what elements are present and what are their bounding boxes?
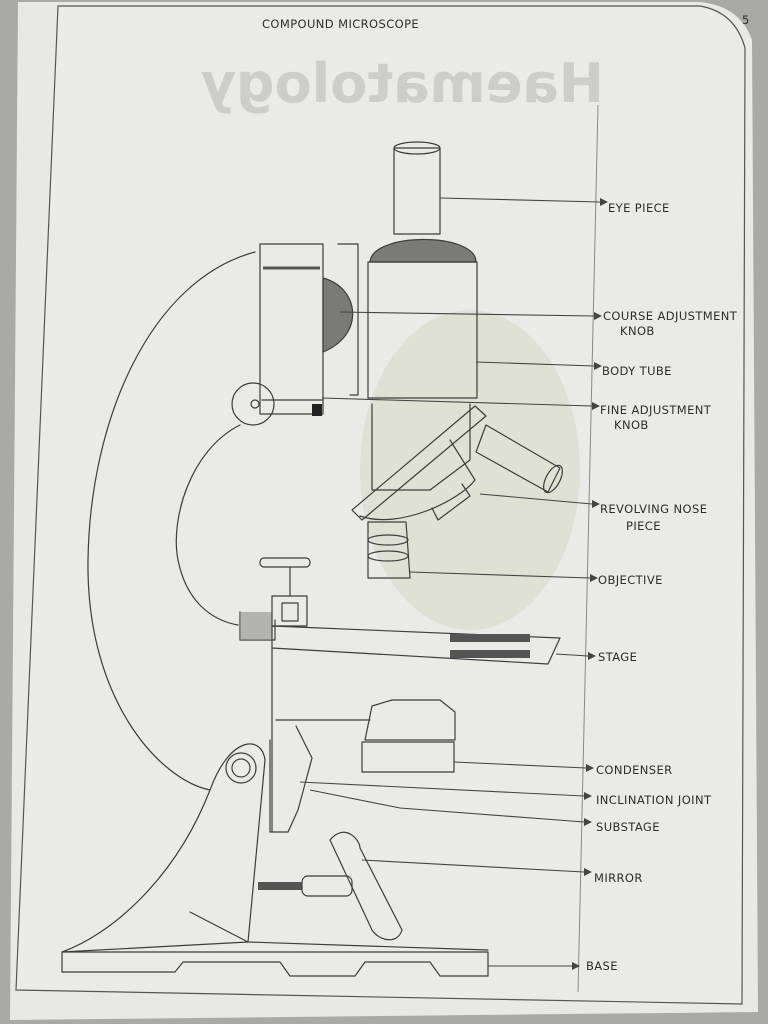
label-body-tube: BODY TUBE [602,364,672,378]
page-number: 5 [742,13,750,27]
nosepiece-tab [431,483,471,521]
arrow-stage [588,652,596,660]
stage-screw-head [259,557,311,568]
page-title: COMPOUND MICROSCOPE [262,17,419,31]
mirror [329,831,403,941]
eyepiece-tube [393,147,441,235]
leader-stage [555,653,589,657]
watermark-text: Haematology [201,52,604,115]
leader-lines [299,197,608,970]
eyepiece-top [393,141,441,155]
label-substage: SUBSTAGE [596,820,660,834]
arrow-mirror [584,868,592,876]
arrow-eye-piece [600,198,608,206]
label-stage: STAGE [598,650,637,664]
objective-ring-2 [367,550,409,562]
leader-eye-piece [439,197,601,203]
objective-ring-1 [367,534,409,546]
column-mark [312,404,322,416]
margin-line [577,104,599,993]
base-plate [61,951,489,977]
pillar [61,743,266,953]
leader-nose-piece [479,493,593,505]
arrow-base [572,962,580,970]
stage-block-window [281,602,299,622]
microscope-drawing [61,141,563,977]
stage-slide-dark [450,634,530,642]
label-eye-piece: EYE PIECE [608,201,670,215]
leader-condenser [453,761,587,769]
stage-slide-dark-2 [450,650,530,658]
side-objective-tip [543,464,563,494]
pillar-joint [225,752,257,784]
arrow-inclination [584,792,592,800]
label-inclination-joint: INCLINATION JOINT [596,793,712,807]
stage-clamp-shade [240,612,272,640]
stain-blot [360,310,580,630]
leader-substage [309,789,585,823]
objective-lens [367,521,411,579]
arrow-body-tube [594,362,602,370]
nosepiece-plate [351,405,487,521]
condenser-top [364,699,456,741]
leader-coarse-knob [339,311,595,317]
arrow-substage [584,818,592,826]
side-objective [475,424,561,493]
arm-outer [87,251,256,791]
fine-knob-center [250,399,260,409]
label-objective: OBJECTIVE [598,573,663,587]
fine-knob [231,382,275,426]
arrow-coarse-knob [594,312,602,320]
inclination-joint-plate [269,725,313,833]
label-base: BASE [586,959,618,973]
label-mirror: MIRROR [594,871,643,885]
arrow-objective [590,574,598,582]
arrow-condenser [586,764,594,772]
coarse-knob [322,277,354,353]
body-tube-dome [369,239,477,263]
arrow-fine-knob [592,402,600,410]
label-condenser: CONDENSER [596,763,673,777]
arrow-nose-piece [592,500,600,508]
condenser-body [361,741,455,773]
rack-bracket [337,243,359,396]
leader-fine-knob [321,397,593,407]
mirror-arm [258,882,302,890]
body-tube [367,261,478,399]
leader-mirror [361,859,585,873]
leader-inclination [299,781,585,797]
base-top-edge [189,911,489,951]
leader-body-tube [475,361,595,367]
arm-inner [175,424,241,626]
pillar-joint-inner [231,758,251,778]
body-tube-lower [371,403,471,491]
leader-objective [409,571,591,579]
